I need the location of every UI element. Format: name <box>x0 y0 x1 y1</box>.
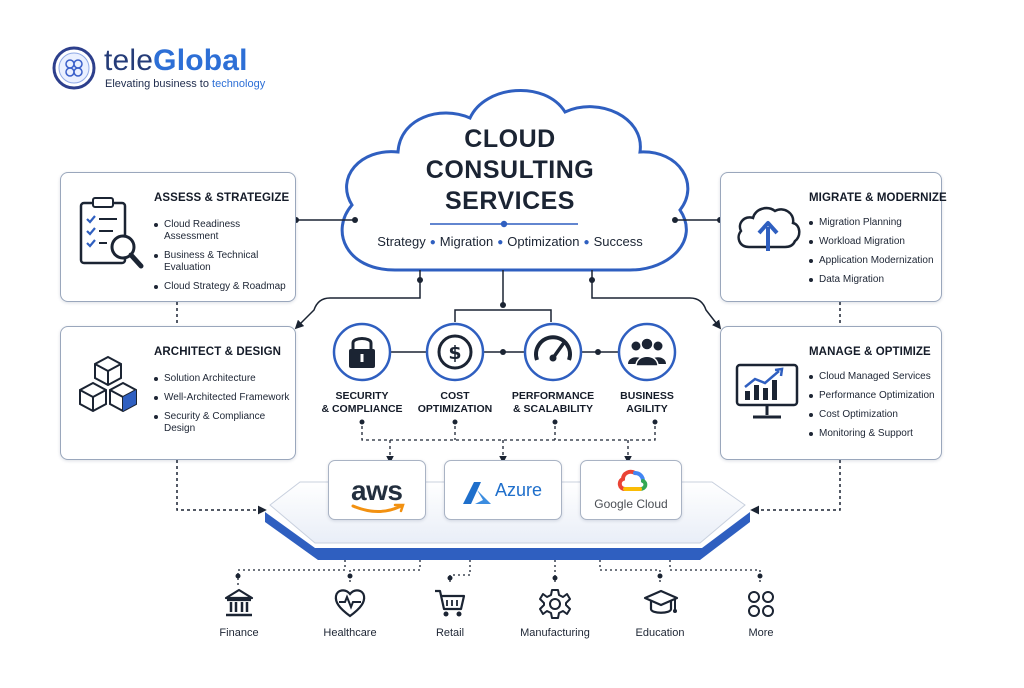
hub-tagline: Strategy●Migration●Optimization●Success <box>377 234 643 249</box>
aws-logo-text: aws <box>351 475 403 506</box>
dollar-coin-icon: $ <box>425 322 485 382</box>
card-migrate-modernize: MIGRATE & MODERNIZE Migration Planning W… <box>720 172 947 302</box>
hub-title-line-1: CLOUD <box>464 125 556 153</box>
card-title: MANAGE & OPTIMIZE <box>809 346 931 358</box>
padlock-icon <box>332 322 392 382</box>
brand-tagline: Elevating business to technology <box>105 78 266 90</box>
provider-google-cloud-tile: Google Cloud <box>580 460 682 520</box>
monitor-chart-icon <box>735 363 799 419</box>
hub-title-line-2: CONSULTING <box>425 156 595 184</box>
shopping-cart-icon <box>435 589 466 617</box>
list-item: Solution Architecture <box>154 373 294 385</box>
provider-azure-tile: Azure <box>444 460 562 520</box>
card-assess-strategize: ASSESS & STRATEGIZE Cloud Readiness Asse… <box>60 172 296 302</box>
azure-logo-text: Azure <box>495 480 543 500</box>
card-architect-design: ARCHITECT & DESIGN Solution Architecture… <box>60 326 296 460</box>
list-item: Application Modernization <box>809 255 941 267</box>
cubes-icon <box>79 355 137 413</box>
more-dots-icon <box>748 591 774 617</box>
svg-text:$: $ <box>448 342 461 364</box>
industry-more-label: More <box>748 627 774 639</box>
clipboard-magnifier-icon <box>79 197 144 269</box>
industry-finance-label: Finance <box>219 627 259 639</box>
list-item: Well-Architected Framework <box>154 392 294 404</box>
industry-education-label: Education <box>635 627 685 639</box>
card-manage-optimize: MANAGE & OPTIMIZE Cloud Managed Services… <box>720 326 942 460</box>
industry-manufacturing-label: Manufacturing <box>520 627 590 639</box>
card-items: Solution Architecture Well-Architected F… <box>154 373 294 442</box>
list-item: Cloud Readiness Assessment <box>154 219 294 243</box>
bank-icon <box>224 588 254 617</box>
google-cloud-logo-icon <box>617 469 648 491</box>
card-title: ASSESS & STRATEGIZE <box>154 192 290 204</box>
card-items: Cloud Managed Services Performance Optim… <box>809 371 941 447</box>
card-title: ARCHITECT & DESIGN <box>154 346 282 358</box>
card-items: Migration Planning Workload Migration Ap… <box>809 217 941 293</box>
globe-logo-icon <box>52 46 96 90</box>
list-item-continuation: Evaluation <box>164 262 211 273</box>
list-item: Migration Planning <box>809 217 941 229</box>
team-icon <box>617 322 677 382</box>
graduation-cap-icon <box>643 589 679 614</box>
card-title: MIGRATE & MODERNIZE <box>809 192 947 204</box>
speedometer-icon <box>523 322 583 382</box>
list-item: Performance Optimization <box>809 390 941 402</box>
hub-cloud-shape <box>340 89 690 272</box>
industry-healthcare-label: Healthcare <box>323 627 377 639</box>
list-item: Business & Technical <box>154 250 294 262</box>
aws-smile-icon <box>351 503 405 513</box>
list-item: Monitoring & Support <box>809 428 941 440</box>
gear-icon <box>539 589 571 619</box>
cloud-upload-icon <box>737 206 801 251</box>
pillar-security-label: SECURITY& COMPLIANCE <box>321 390 403 415</box>
list-item: Security & Compliance Design <box>154 411 294 435</box>
list-item: Cloud Managed Services <box>809 371 941 383</box>
card-items: Cloud Readiness Assessment Business & Te… <box>154 219 294 300</box>
hub-title-line-3: SERVICES <box>445 187 575 215</box>
heart-pulse-icon <box>334 589 366 618</box>
list-item: Cost Optimization <box>809 409 941 421</box>
list-item: Cloud Strategy & Roadmap <box>154 281 294 293</box>
industry-retail-label: Retail <box>435 627 465 639</box>
brand-name: teleGlobal <box>104 44 248 77</box>
brand-logo: teleGlobal Elevating business to technol… <box>52 44 292 94</box>
list-item: Data Migration <box>809 274 941 286</box>
list-item: Workload Migration <box>809 236 941 248</box>
pillar-performance-label: PERFORMANCE& SCALABILITY <box>511 390 595 415</box>
google-cloud-logo-text: Google Cloud <box>594 497 668 511</box>
azure-logo-icon <box>463 482 491 504</box>
provider-aws-tile: aws <box>328 460 426 520</box>
